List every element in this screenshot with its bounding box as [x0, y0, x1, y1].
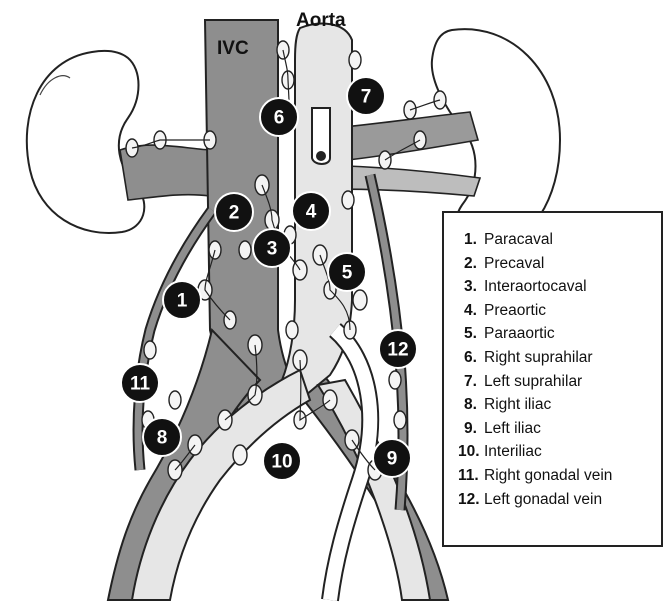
station-marker-number: 5	[342, 263, 353, 284]
station-marker-5: 5	[328, 253, 366, 291]
legend-item-label: Left gonadal vein	[484, 491, 602, 508]
legend-item-label: Right suprahilar	[484, 349, 593, 366]
legend-item-number: 2.	[464, 255, 484, 273]
station-marker-number: 1	[177, 291, 188, 312]
station-marker-number: 6	[274, 108, 285, 129]
station-marker-2: 2	[215, 193, 253, 231]
legend-item-label: Right iliac	[484, 396, 551, 413]
station-marker-10: 10	[263, 442, 301, 480]
legend-item: 1.Paracaval	[458, 231, 661, 255]
legend-item-number: 5.	[464, 325, 484, 343]
station-marker-12: 12	[379, 330, 417, 368]
station-marker-11: 11	[121, 364, 159, 402]
station-marker-number: 4	[306, 202, 317, 223]
legend-item-label: Left suprahilar	[484, 373, 582, 390]
legend-item-label: Paraaortic	[484, 325, 555, 342]
station-marker-number: 8	[157, 428, 168, 449]
station-marker-number: 2	[229, 203, 240, 224]
legend-item-number: 3.	[464, 278, 484, 296]
legend-item-number: 10.	[458, 443, 484, 461]
station-marker-4: 4	[292, 192, 330, 230]
aorta-label: Aorta	[296, 10, 346, 31]
legend-item-label: Left iliac	[484, 420, 541, 437]
station-marker-1: 1	[163, 281, 201, 319]
legend-item-number: 8.	[464, 396, 484, 414]
legend-item: 6.Right suprahilar	[458, 349, 661, 373]
legend-item: 5.Paraaortic	[458, 325, 661, 349]
station-marker-number: 12	[387, 340, 408, 361]
legend-item: 12.Left gonadal vein	[458, 491, 661, 515]
legend-item-label: Paracaval	[484, 231, 553, 248]
legend-item-number: 9.	[464, 420, 484, 438]
legend-item-label: Precaval	[484, 255, 544, 272]
legend-item-number: 11.	[458, 467, 484, 485]
station-marker-number: 9	[387, 449, 398, 470]
legend-item: 9.Left iliac	[458, 420, 661, 444]
station-marker-number: 3	[267, 239, 278, 260]
legend-item-number: 7.	[464, 373, 484, 391]
station-marker-3: 3	[253, 229, 291, 267]
legend-item: 2.Precaval	[458, 255, 661, 279]
legend-item: 10.Interiliac	[458, 443, 661, 467]
station-marker-number: 7	[361, 87, 372, 108]
station-marker-6: 6	[260, 98, 298, 136]
legend-item: 3.Interaortocaval	[458, 278, 661, 302]
station-marker-number: 11	[130, 374, 151, 395]
legend-item-number: 4.	[464, 302, 484, 320]
legend-item: 4.Preaortic	[458, 302, 661, 326]
legend-item-number: 1.	[464, 231, 484, 249]
legend-item-label: Preaortic	[484, 302, 546, 319]
ivc-label: IVC	[217, 38, 249, 59]
legend-item: 7.Left suprahilar	[458, 373, 661, 397]
legend-item-label: Interaortocaval	[484, 278, 587, 295]
right-kidney	[27, 51, 145, 233]
station-marker-8: 8	[143, 418, 181, 456]
legend-item-label: Right gonadal vein	[484, 467, 612, 484]
legend-item: 8.Right iliac	[458, 396, 661, 420]
legend-item: 11.Right gonadal vein	[458, 467, 661, 491]
legend-item-number: 12.	[458, 491, 484, 509]
station-marker-number: 10	[271, 452, 292, 473]
station-marker-9: 9	[373, 439, 411, 477]
mesenteric-artery-origin	[316, 151, 326, 161]
legend-item-label: Interiliac	[484, 443, 542, 460]
station-marker-7: 7	[347, 77, 385, 115]
legend-item-number: 6.	[464, 349, 484, 367]
